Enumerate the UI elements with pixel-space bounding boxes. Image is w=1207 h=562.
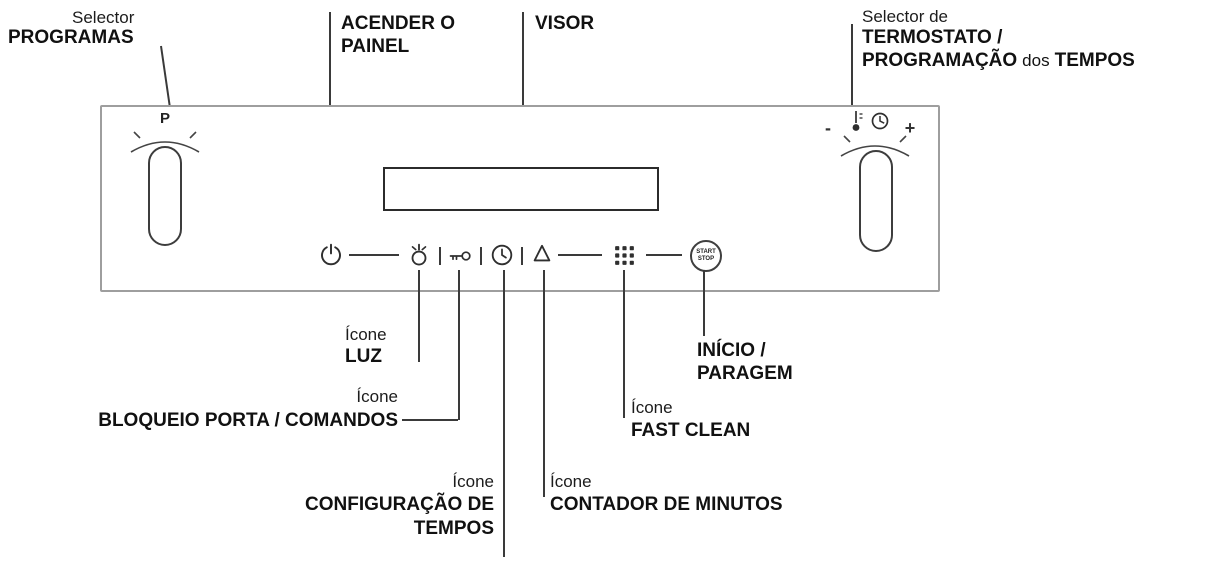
termostato-bold-a: PROGRAMAÇÃO bbox=[862, 50, 1018, 71]
thermostat-selector-knob[interactable] bbox=[859, 150, 893, 252]
luz-leader-line bbox=[418, 270, 420, 362]
fast-clean-caption: Ícone bbox=[631, 398, 673, 417]
contador-caption: Ícone bbox=[550, 472, 592, 491]
bloqueio-leader-line bbox=[458, 270, 460, 420]
inicio-label-line1: INÍCIO / bbox=[697, 340, 766, 361]
termostato-bold-b: TEMPOS bbox=[1054, 50, 1135, 71]
programas-caption: Selector bbox=[72, 8, 135, 27]
inicio-label-line2: PARAGEM bbox=[697, 363, 793, 384]
contador-label: CONTADOR DE MINUTOS bbox=[550, 494, 783, 515]
knob-p-label: P bbox=[159, 110, 170, 127]
configuracao-label-line2: TEMPOS bbox=[413, 518, 494, 539]
panel-divider-dash bbox=[349, 254, 399, 256]
visor-label: VISOR bbox=[535, 13, 595, 34]
configuracao-leader-line bbox=[503, 270, 505, 557]
programas-label: PROGRAMAS bbox=[8, 27, 134, 48]
bloqueio-caption: Ícone bbox=[356, 387, 398, 406]
acender-label-line2: PAINEL bbox=[341, 36, 410, 57]
power-icon[interactable] bbox=[318, 242, 344, 268]
termostato-caption: Selector de bbox=[862, 7, 948, 26]
bell-icon[interactable] bbox=[529, 242, 555, 268]
icon-separator bbox=[521, 247, 523, 265]
start-stop-button[interactable]: START STOP bbox=[690, 240, 722, 272]
panel-divider-dash bbox=[646, 254, 682, 256]
fast-clean-leader-line bbox=[623, 270, 625, 418]
bloqueio-label: BLOQUEIO PORTA / COMANDOS bbox=[98, 410, 398, 431]
configuracao-label-line1: CONFIGURAÇÃO DE bbox=[305, 494, 494, 515]
key-lock-icon[interactable] bbox=[447, 246, 473, 266]
plus-label: + bbox=[904, 118, 916, 138]
termostato-mid: dos bbox=[1022, 51, 1050, 70]
minus-label: - bbox=[825, 118, 831, 138]
icon-separator bbox=[480, 247, 482, 265]
light-icon[interactable] bbox=[406, 242, 432, 268]
start-stop-text-line2: STOP bbox=[697, 256, 715, 262]
configuracao-caption: Ícone bbox=[452, 472, 494, 491]
bloqueio-leader-line-horizontal bbox=[402, 419, 458, 421]
fast-clean-icon[interactable] bbox=[612, 243, 637, 268]
termostato-label-line1: TERMOSTATO / bbox=[862, 27, 1003, 48]
clock-icon[interactable] bbox=[489, 242, 515, 268]
contador-leader-line bbox=[543, 270, 545, 497]
right-knob-rotation-arc bbox=[840, 135, 910, 157]
luz-label: LUZ bbox=[345, 346, 382, 367]
fast-clean-label: FAST CLEAN bbox=[631, 420, 751, 441]
programs-selector-knob[interactable] bbox=[148, 146, 182, 246]
acender-label-line1: ACENDER O bbox=[341, 13, 456, 34]
thermostat-timer-icon bbox=[852, 111, 889, 131]
icon-separator bbox=[439, 247, 441, 265]
panel-divider-dash bbox=[558, 254, 602, 256]
inicio-leader-line bbox=[703, 270, 705, 336]
display-visor bbox=[383, 167, 659, 211]
luz-caption: Ícone bbox=[345, 325, 387, 344]
programas-leader-line bbox=[160, 45, 171, 109]
start-stop-text-line1: START bbox=[696, 249, 716, 256]
termostato-leader-line bbox=[851, 24, 853, 136]
visor-leader-line bbox=[522, 12, 524, 164]
left-knob-rotation-arc bbox=[130, 131, 200, 153]
